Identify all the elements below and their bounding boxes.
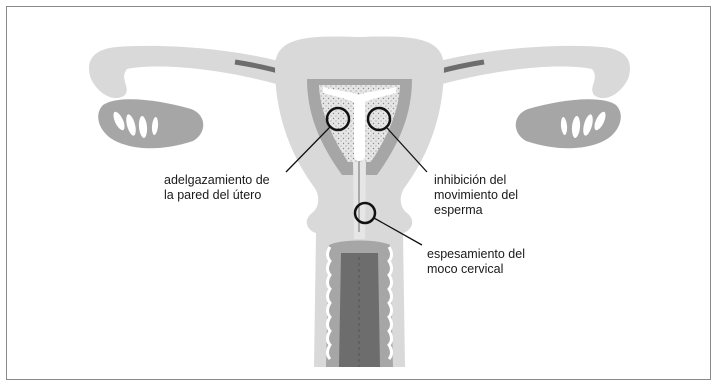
label-sperm-inhibition: inhibición del movimiento del esperma [434, 173, 518, 218]
diagram-frame: adelgazamiento de la pared del útero inh… [6, 6, 711, 380]
uterus-anatomy-illustration [7, 7, 711, 380]
label-mucus-thickening: espesamiento del moco cervical [427, 247, 525, 277]
label-sperm-inhibition-line2: movimiento del [434, 188, 518, 203]
label-sperm-inhibition-line1: inhibición del [434, 173, 518, 188]
label-wall-thinning: adelgazamiento de la pared del útero [164, 173, 270, 203]
label-wall-thinning-line1: adelgazamiento de [164, 173, 270, 188]
label-mucus-thickening-line2: moco cervical [427, 262, 525, 277]
label-mucus-thickening-line1: espesamiento del [427, 247, 525, 262]
label-sperm-inhibition-line3: esperma [434, 203, 518, 218]
label-wall-thinning-line2: la pared del útero [164, 188, 270, 203]
